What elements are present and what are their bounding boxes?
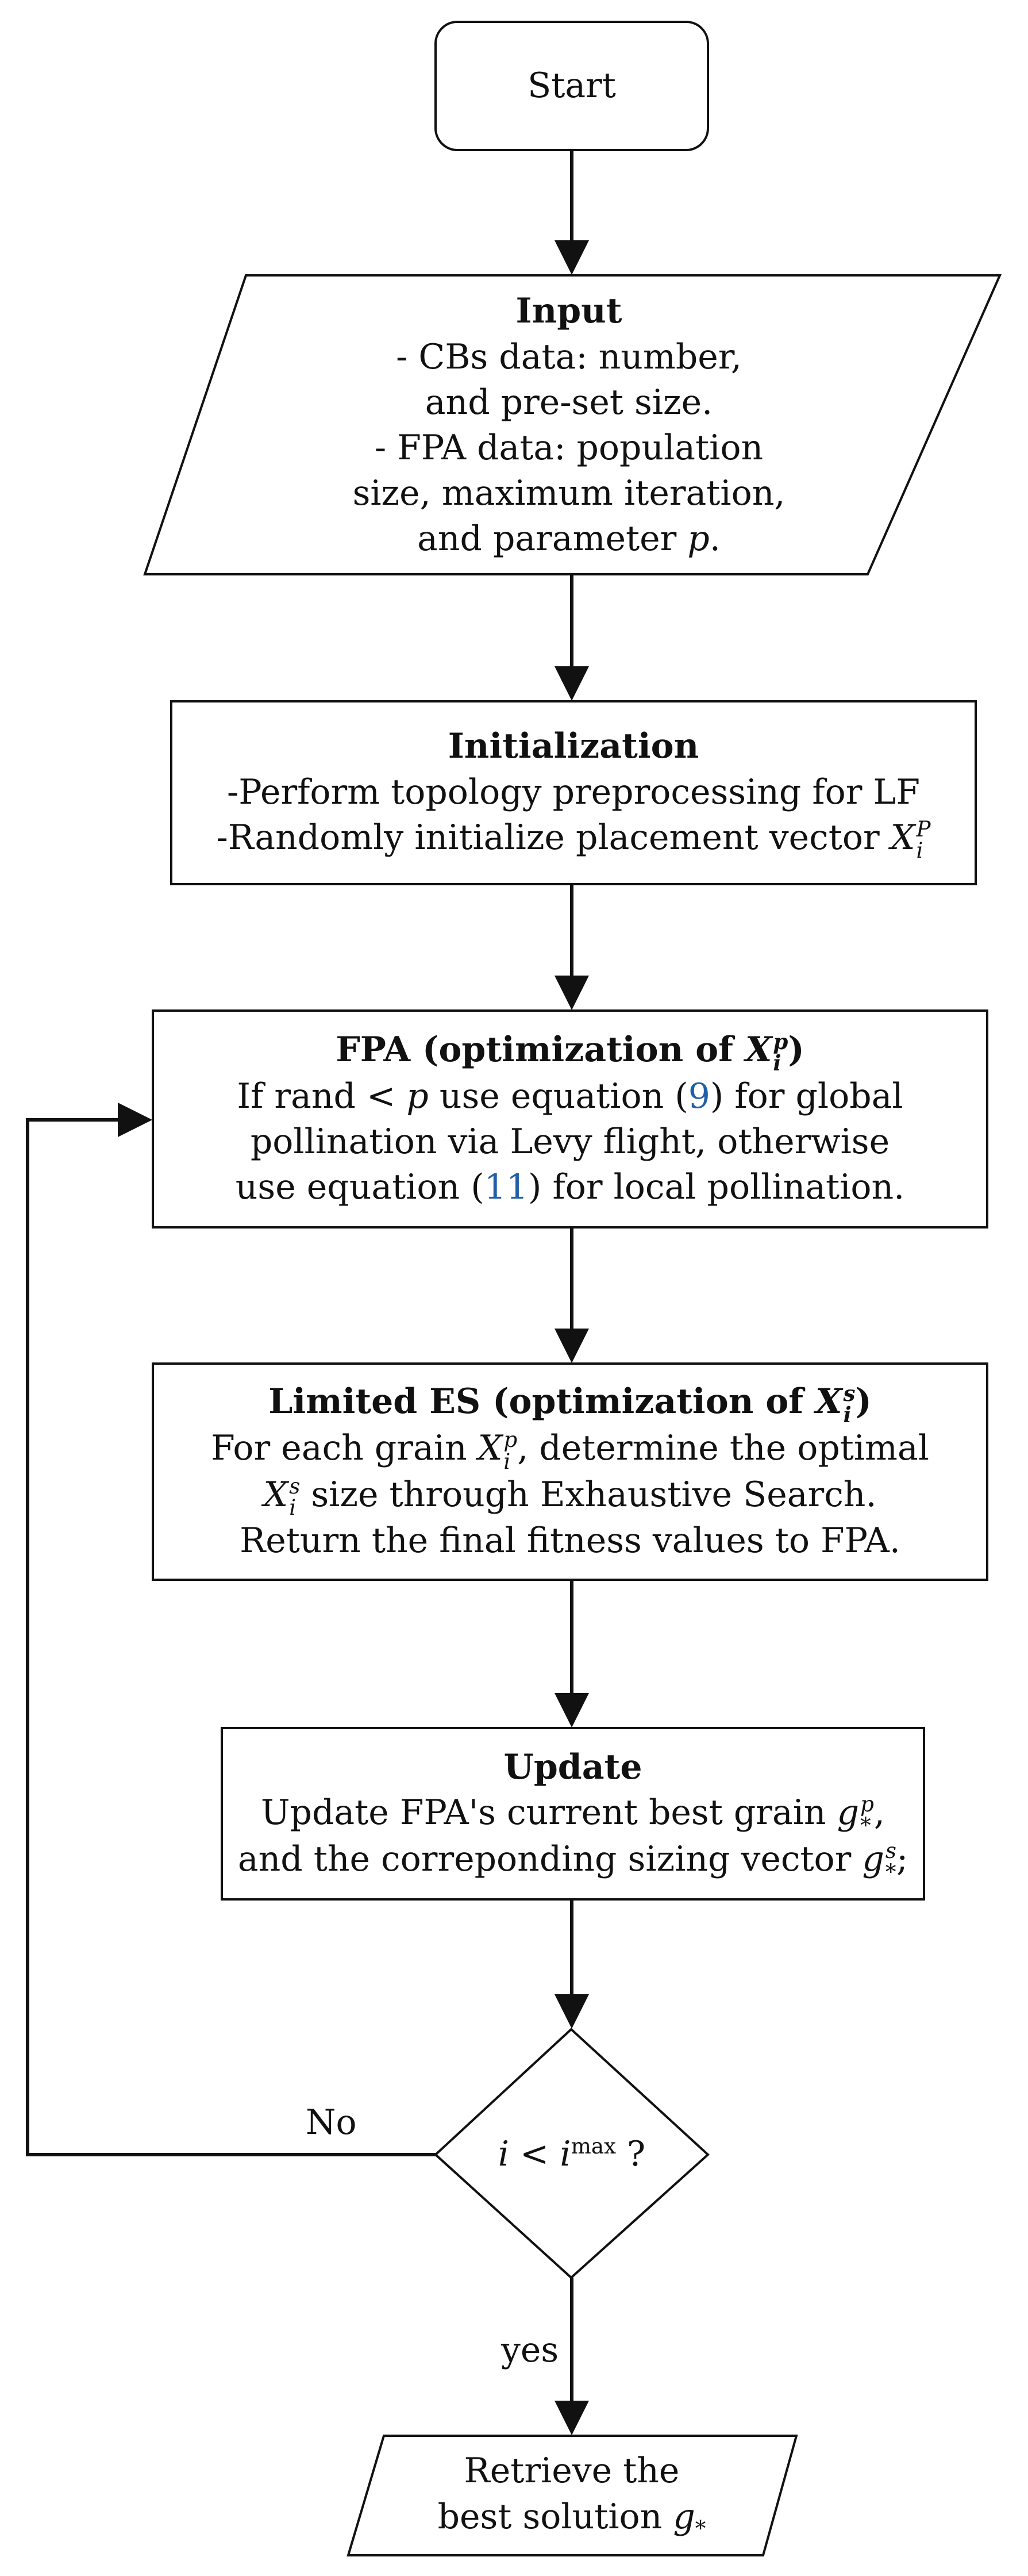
start-node: Start (436, 22, 708, 150)
input-shape (143, 274, 1002, 575)
edge-label-no: No (306, 2102, 357, 2143)
equation-ref-9[interactable]: 9 (688, 1076, 710, 1117)
initialization-title: Initialization (448, 726, 699, 767)
input-line-3: - FPA data: population (374, 428, 764, 468)
input-line-5: and parameter p. (417, 519, 721, 559)
output-line-1: Retrieve the (464, 2451, 680, 2491)
fpa-line-2: pollination via Levy flight, otherwise (250, 1122, 890, 1162)
input-title: Input (515, 291, 622, 332)
update-title: Update (503, 1746, 642, 1787)
input-node: Input - CBs data: number, and pre-set si… (207, 282, 931, 569)
input-line-1: - CBs data: number, (396, 336, 742, 377)
output-shape (346, 2435, 798, 2556)
input-line-4: size, maximum iteration, (352, 473, 786, 514)
initialization-shape (170, 700, 977, 885)
fpa-line-3: use equation (11) for local pollination. (235, 1167, 905, 1208)
equation-ref-11[interactable]: 11 (484, 1167, 529, 1208)
limited-es-line-3: Return the final fitness values to FPA. (240, 1521, 900, 1561)
update-node: Update Update FPA's current best grain g… (222, 1728, 924, 1899)
initialization-node: Initialization -Perform topology preproc… (171, 701, 976, 884)
initialization-line-1: -Perform topology preprocessing for LF (227, 771, 920, 812)
fpa-shape (152, 1009, 988, 1229)
decision-node: i < imax ? (454, 2093, 690, 2217)
decision-condition: i < imax ? (498, 2133, 646, 2175)
fpa-line-1: If rand < p use equation (9) for global (237, 1076, 903, 1117)
start-label: Start (528, 65, 616, 106)
edge-label-yes: yes (501, 2330, 559, 2370)
input-line-2: and pre-set size. (425, 382, 713, 423)
edge-decision-loop-no (26, 1103, 436, 2156)
output-node: Retrieve the best solution g* (368, 2437, 776, 2554)
output-line-2: best solution g* (437, 2496, 706, 2541)
limited-es-shape (152, 1362, 988, 1581)
